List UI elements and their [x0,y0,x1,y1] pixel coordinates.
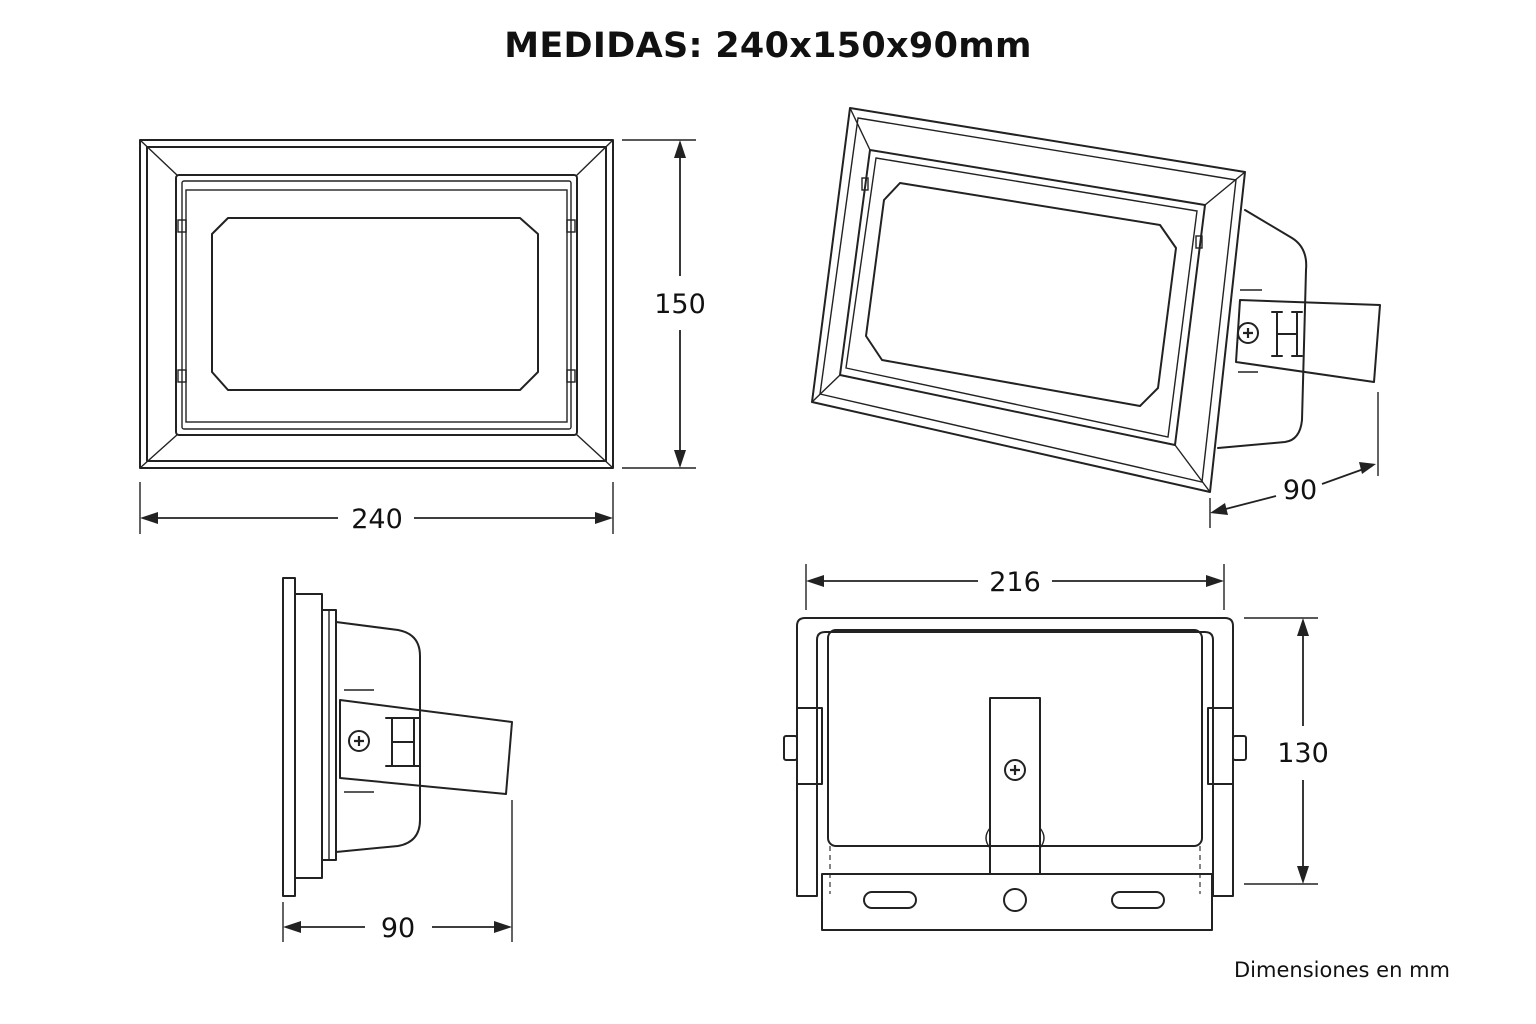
dimension-perspective-depth: 90 [1209,392,1379,528]
front-view [139,139,614,469]
side-depth-label: 90 [381,913,415,944]
front-height-label: 150 [654,289,706,320]
bracket-height-label: 130 [1277,738,1329,769]
dimension-front-height: 150 [622,139,706,469]
side-view [282,577,513,897]
perspective-depth-label: 90 [1283,475,1317,506]
units-note: Dimensiones en mm [1234,958,1450,982]
dimension-front-width: 240 [139,482,614,535]
page-title: MEDIDAS: 240x150x90mm [504,26,1032,66]
dimension-bracket-width: 216 [805,564,1225,610]
bracket-view [783,617,1247,931]
perspective-view [811,107,1381,493]
front-width-label: 240 [351,504,403,535]
dimension-bracket-height: 130 [1244,617,1329,885]
bracket-width-label: 216 [989,567,1041,598]
dimension-side-depth: 90 [282,800,513,944]
